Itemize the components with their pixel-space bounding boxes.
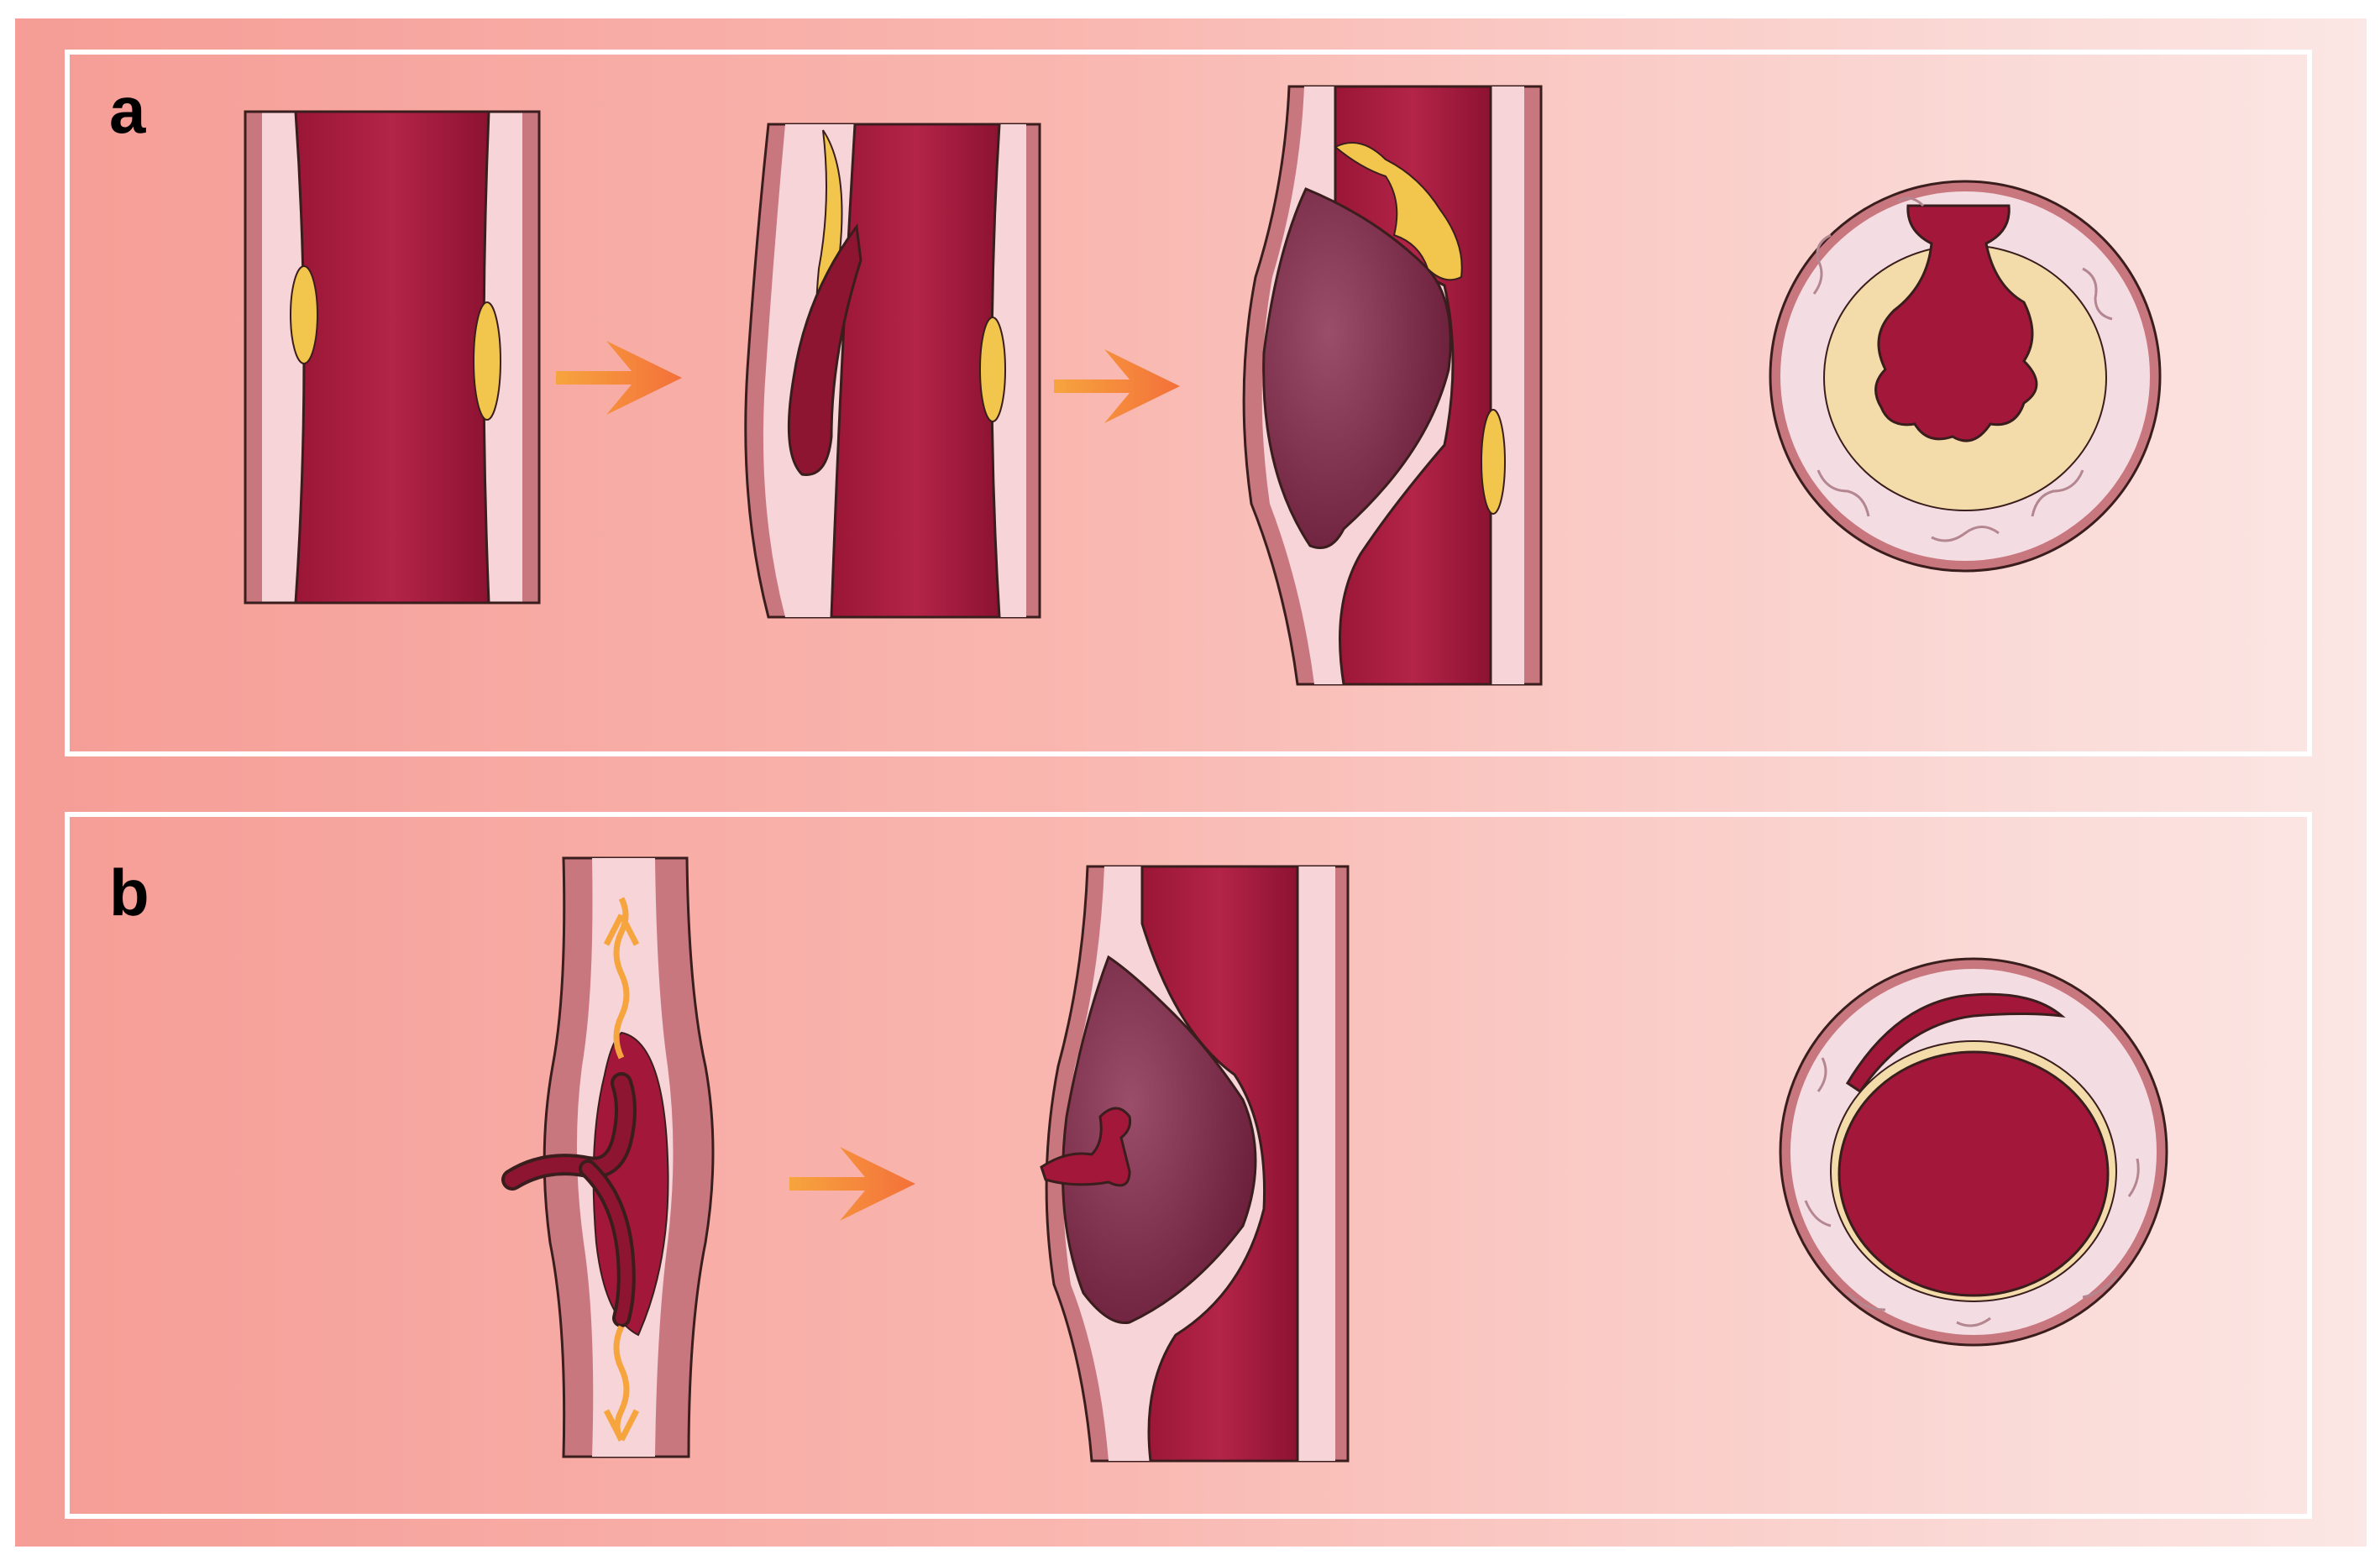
panel-b-label: b: [109, 856, 149, 929]
a2-intimal-tear-vessel: [746, 124, 1040, 617]
a4-cross-section: [1770, 181, 2160, 571]
panel-a-label: a: [109, 73, 146, 147]
b2-hematoma-vessel: [1041, 866, 1348, 1461]
a1-normal-vessel: [245, 112, 539, 603]
a3-hematoma-vessel: [1244, 86, 1541, 684]
b3-cross-section: [1780, 959, 2167, 1345]
